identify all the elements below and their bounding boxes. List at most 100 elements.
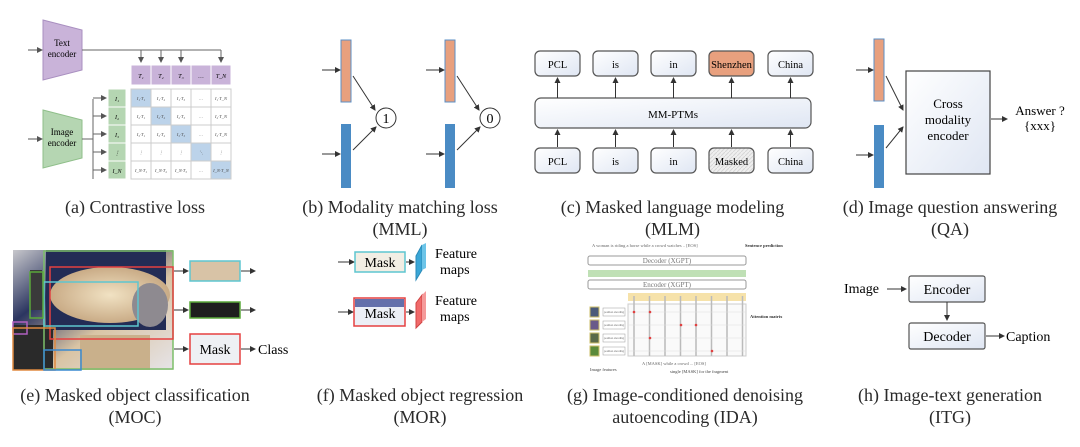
caption-e: (e) Masked object classification xyxy=(20,385,250,405)
image-feature-bar xyxy=(874,125,884,188)
position-encoding-label: position encoding xyxy=(604,311,625,314)
nomatch-label: 0 xyxy=(487,112,494,127)
image-token: ⋮ xyxy=(114,150,120,157)
similarity-value: … xyxy=(199,114,203,119)
text-token: T₁ xyxy=(138,74,143,80)
itg-diagram: Image Encoder Decoder Caption xyxy=(844,275,1050,350)
position-encoding-label: position encoding xyxy=(604,350,625,353)
image-feature-thumb xyxy=(589,319,600,331)
caption-c: (c) Masked language modeling xyxy=(560,197,785,217)
image-features-label: Image features xyxy=(590,367,617,372)
encoder-label-3: encoder xyxy=(927,128,969,143)
bbox-arm xyxy=(43,281,139,327)
caption-h: (h) Image-text generation xyxy=(858,385,1042,405)
panel-masked-object-regression: Mask Feature maps Mask Feature maps (f) … xyxy=(290,240,550,447)
position-encoding-box xyxy=(602,333,626,343)
similarity-value: I_N·T₃ xyxy=(174,168,187,173)
image-token: I_N xyxy=(112,169,123,175)
image-token: I₃ xyxy=(114,133,119,139)
image-feature-bar-nomatch xyxy=(445,124,455,188)
moc-diagram: Mask Class xyxy=(12,250,288,371)
position-encoding-box xyxy=(602,346,626,356)
panel-image-conditioned-denoising: A woman is riding a horse while a crowd … xyxy=(550,240,820,447)
feature-label-1b: maps xyxy=(440,263,470,278)
output-token-box xyxy=(708,50,755,77)
image-encoder-block xyxy=(42,109,83,169)
decoder-block xyxy=(908,322,986,350)
similarity-value: ⋮ xyxy=(219,150,224,155)
text-feature-bar xyxy=(873,38,885,102)
similarity-value: I₂·T₂ xyxy=(156,114,166,119)
similarity-value: I₃·T_N xyxy=(214,132,228,137)
cross-modality-encoder-block xyxy=(905,70,991,175)
attention-dot xyxy=(679,323,683,327)
similarity-cell-diagonal xyxy=(210,160,232,180)
image-token-box xyxy=(107,160,127,180)
similarity-value: I₂·T₃ xyxy=(176,114,186,119)
input-token: is xyxy=(612,157,619,168)
feature-map-1-icon xyxy=(415,244,423,282)
image-feature-bar-match xyxy=(341,124,351,188)
similarity-value: … xyxy=(199,168,203,173)
crop-masked xyxy=(189,333,241,365)
text-token: T_N xyxy=(216,74,227,80)
qa-diagram: Cross modality encoder Answer ? {xxx} xyxy=(856,38,1065,188)
text-feature-bar-nomatch xyxy=(444,39,456,103)
input-token: PCL xyxy=(548,157,567,168)
match-label: 1 xyxy=(383,112,390,127)
caption-output-label: Caption xyxy=(1006,330,1050,345)
caption-g: (g) Image-conditioned denoising xyxy=(567,385,803,405)
similarity-value: I₁·T₁ xyxy=(136,96,146,101)
input-token-box xyxy=(767,147,814,174)
similarity-value: I₂·T_N xyxy=(214,114,228,119)
match-output-node xyxy=(375,107,397,129)
similarity-value: ⋮ xyxy=(179,150,184,155)
text-token: T₃ xyxy=(178,74,183,80)
feature-label-2b: maps xyxy=(440,310,470,325)
mask-label: Mask xyxy=(199,343,230,358)
text-token: T₂ xyxy=(158,74,163,80)
caption-f: (f) Masked object regression xyxy=(316,385,524,405)
caption-d-abbr: (QA) xyxy=(931,219,969,239)
image-input-label: Image xyxy=(844,282,879,297)
encoder-label: Encoder (XGPT) xyxy=(643,281,692,289)
mm-ptms-label: MM-PTMs xyxy=(648,109,698,121)
image-feature-thumb xyxy=(589,306,600,318)
answer-label: Answer ? xyxy=(1015,103,1065,118)
similarity-value: I_N·T_N xyxy=(212,168,230,173)
bbox-cat xyxy=(49,266,174,340)
similarity-value: ⋮ xyxy=(159,150,164,155)
bbox-keyboard xyxy=(12,327,56,371)
attention-dot xyxy=(710,349,714,353)
attention-dot xyxy=(694,323,698,327)
input-token-box xyxy=(592,147,639,174)
caption-a: (a) Contrastive loss xyxy=(65,197,205,217)
panel-image-text-generation: Image Encoder Decoder Caption (h) Image-… xyxy=(820,240,1080,447)
text-encoder-block xyxy=(42,19,83,81)
output-token-box xyxy=(767,50,814,77)
masked-input: A [MASK] while a crowd ... [EOS] xyxy=(642,361,706,366)
position-encoding-label: position encoding xyxy=(604,337,625,340)
panel-masked-object-classification: Mask Class (e) Masked object classificat… xyxy=(0,240,310,447)
attention-dot xyxy=(648,336,652,340)
decoder-block xyxy=(587,255,747,266)
panel-modality-matching: 1 0 (b) Modality matching loss (MML) xyxy=(270,0,530,240)
caption-d: (d) Image question answering xyxy=(842,197,1058,217)
bbox-bag xyxy=(43,349,82,371)
similarity-value: I₃·T₂ xyxy=(156,132,166,137)
caption-b: (b) Modality matching loss xyxy=(302,197,498,217)
attention-matrix-label: Attention matrix xyxy=(750,314,783,319)
caption-g-abbr: autoencoding (IDA) xyxy=(612,407,758,427)
image-token: I₁ xyxy=(114,97,119,103)
output-token: PCL xyxy=(548,60,567,71)
encoder-block xyxy=(587,279,747,290)
position-encoding-box xyxy=(602,307,626,317)
feature-label-1a: Feature xyxy=(435,247,477,262)
similarity-value: … xyxy=(199,132,203,137)
panel-image-question-answering: Cross modality encoder Answer ? {xxx} (d… xyxy=(820,0,1080,240)
decoder-label: Decoder xyxy=(923,330,971,345)
encoder-label: Encoder xyxy=(924,283,971,298)
similarity-value: I_N·T₂ xyxy=(154,168,167,173)
attention-tokens xyxy=(628,293,746,301)
